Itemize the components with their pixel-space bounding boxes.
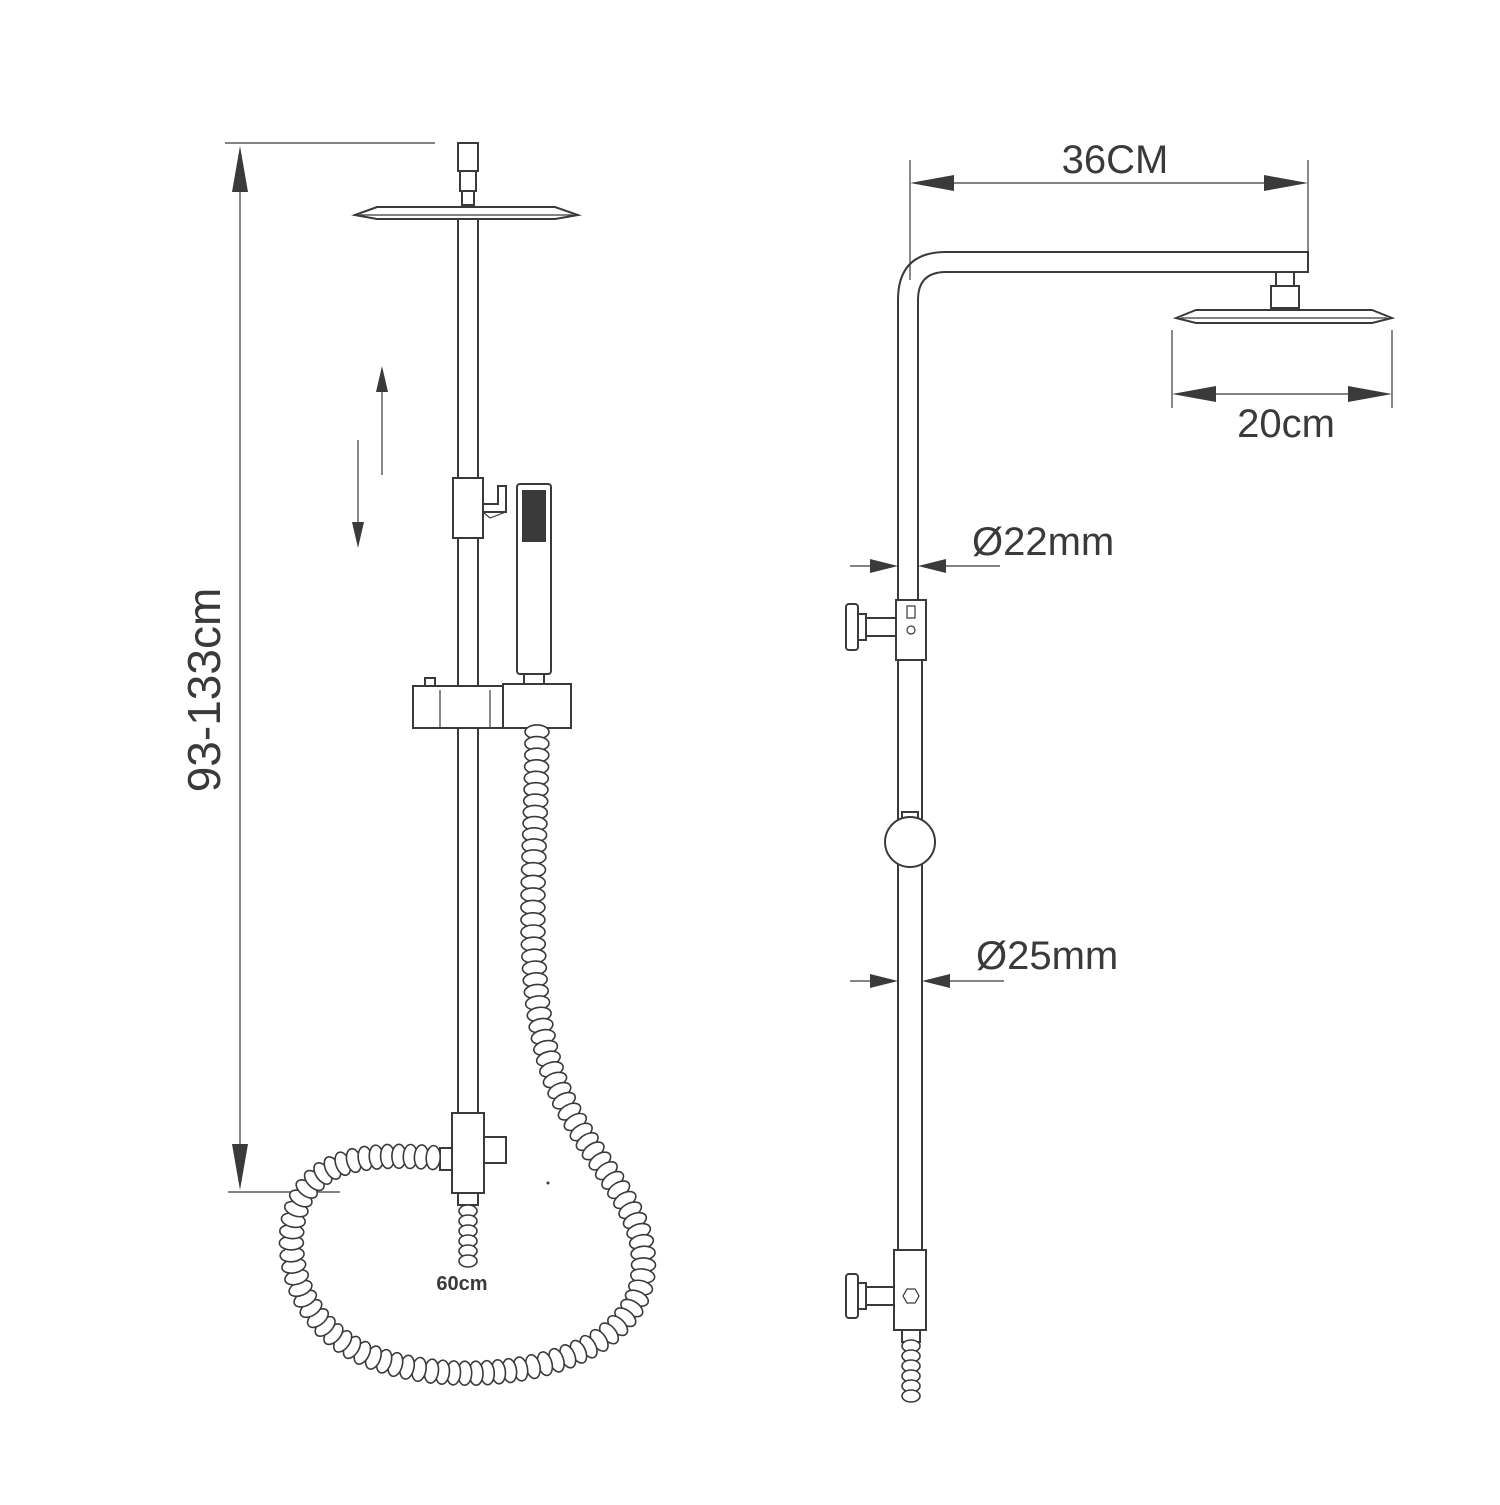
side-view: 36CM 20cm Ø22mm [845,138,1396,1403]
height-range-label: 93-133cm [178,588,230,793]
adjust-arrows [352,366,388,548]
side-inlet-hose [901,1339,921,1403]
riser-pipe [457,218,479,1120]
slider-holder [412,677,572,729]
upper-diameter-label: Ø22mm [972,520,1114,564]
upper-diameter-dimension: Ø22mm [850,520,1114,573]
lower-pipe [897,660,923,1250]
bottom-mixer [439,1112,507,1206]
inlet-hose [458,1204,478,1268]
upper-valve [845,599,927,661]
side-shower-head [1172,271,1396,324]
arm-length-dimension: 36CM [909,138,1309,280]
arm-length-label: 36CM [1062,138,1169,182]
hose-segment [425,1144,442,1171]
rain-shower-head [351,206,582,220]
bottom-valve [845,1249,927,1343]
head-width-label: 20cm [1237,402,1335,446]
lower-diameter-dimension: Ø25mm [850,934,1118,988]
lower-diameter-label: Ø25mm [976,934,1118,978]
hose-segment [901,1389,921,1403]
front-view: 93-133cm [178,142,657,1386]
hose-segment [458,1254,478,1268]
hose-length-label: 60cm [436,1273,487,1295]
head-width-dimension: 20cm [1171,330,1393,446]
upper-diverter [452,477,507,539]
height-dimension: 93-133cm [178,142,435,1193]
ball-joint [884,811,936,868]
flexible-hose [278,724,657,1386]
hand-shower [516,483,552,687]
